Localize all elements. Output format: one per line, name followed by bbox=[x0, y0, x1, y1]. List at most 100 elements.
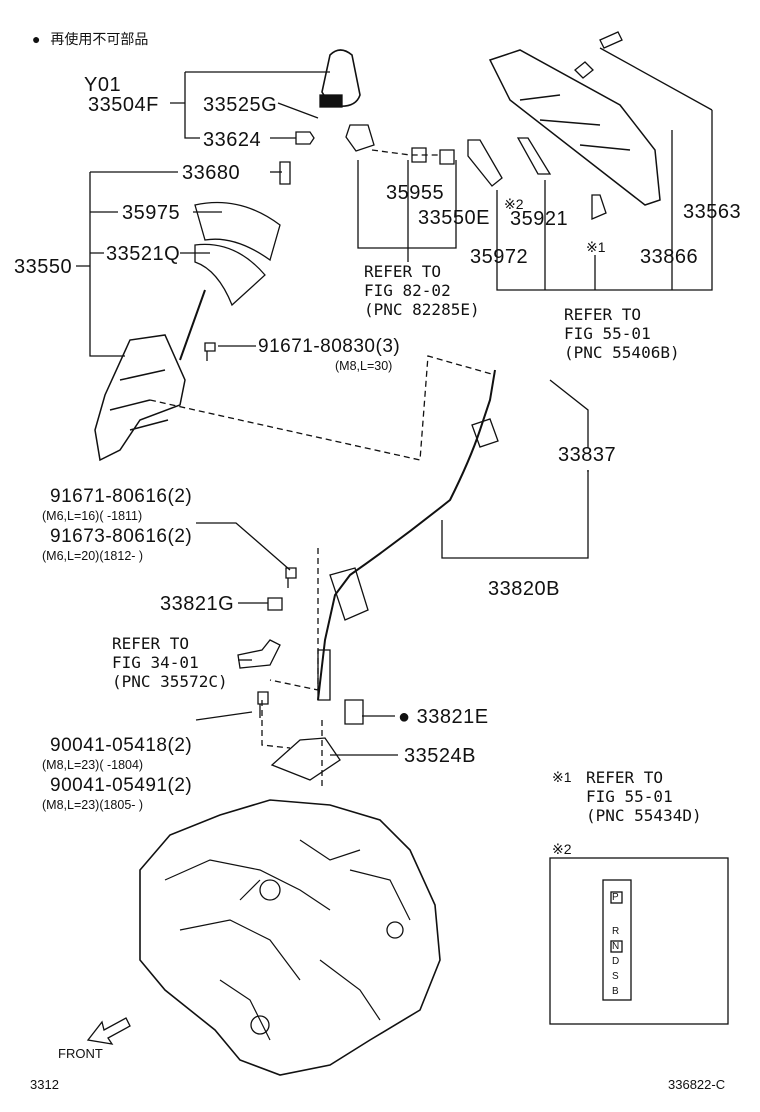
inset-plate bbox=[602, 879, 632, 1001]
bracket-fig34 bbox=[237, 639, 281, 669]
ref-fig82-line3: (PNC 82285E) bbox=[364, 300, 480, 319]
label-33821E: ● 33821E bbox=[398, 706, 489, 728]
page-number: 3312 bbox=[30, 1077, 59, 1092]
shift-lever-base bbox=[94, 334, 186, 462]
ref-fig82-line2: FIG 82-02 bbox=[364, 281, 451, 300]
ref-fig55b-mark: ※1 bbox=[552, 769, 572, 785]
ref-fig34-line1: REFER TO bbox=[112, 634, 190, 653]
label-y01: Y01 bbox=[84, 74, 122, 96]
screw-33563 bbox=[599, 31, 623, 49]
console-panel bbox=[488, 49, 661, 206]
leader-90041 bbox=[195, 711, 253, 721]
leader-33820B bbox=[441, 470, 589, 559]
label-90041-05491: 90041-05491(2) bbox=[50, 775, 193, 796]
bolt-33866 bbox=[574, 61, 594, 79]
spec-91671-80830: (M8,L=30) bbox=[335, 359, 393, 373]
inset-mark: ※2 bbox=[552, 841, 572, 857]
label-35921: 35921 bbox=[510, 208, 569, 230]
label-33550E: 33550E bbox=[418, 207, 490, 229]
ref-fig34-line3: (PNC 35572C) bbox=[112, 672, 228, 691]
ref-fig55b-line1: REFER TO bbox=[586, 768, 664, 787]
label-33521Q: 33521Q bbox=[106, 243, 181, 265]
gear-p: P bbox=[612, 892, 619, 903]
spec-91673-80616: (M6,L=20)(1812- ) bbox=[42, 549, 144, 563]
transmission-body bbox=[139, 799, 441, 1076]
label-33821E-text: 33821E bbox=[416, 706, 489, 728]
front-arrow bbox=[86, 1017, 131, 1045]
spec-90041-05418: (M8,L=23)( -1804) bbox=[42, 758, 144, 772]
leader-fig82 bbox=[357, 160, 457, 262]
transmission-boss bbox=[259, 879, 281, 901]
legend-marker: ● bbox=[32, 31, 41, 47]
ref-fig55a-line2: FIG 55-01 bbox=[564, 324, 651, 343]
label-91671-80616: 91671-80616(2) bbox=[50, 486, 193, 507]
transmission-detail bbox=[164, 839, 411, 1041]
bolt-91671-80616 bbox=[285, 567, 297, 588]
reusable-note: ● 再使用不可部品 bbox=[32, 32, 148, 46]
spec-91671-80616: (M6,L=16)( -1811) bbox=[42, 509, 143, 523]
cable-bracket bbox=[329, 567, 369, 621]
label-91673-80616: 91673-80616(2) bbox=[50, 526, 193, 547]
leader-91671-80616 bbox=[196, 522, 291, 571]
mark-note1: ※1 bbox=[586, 239, 606, 255]
label-35955: 35955 bbox=[386, 182, 445, 204]
gear-s: S bbox=[612, 971, 619, 982]
boot-35975 bbox=[194, 201, 281, 262]
reusable-marker-33821E: ● bbox=[398, 706, 411, 728]
boot-33521Q bbox=[194, 243, 266, 307]
gear-n: N bbox=[612, 941, 620, 952]
label-33525G: 33525G bbox=[203, 94, 278, 116]
cable-33820B bbox=[317, 369, 496, 701]
label-33504F: 33504F bbox=[88, 94, 159, 116]
clip-note1 bbox=[591, 194, 607, 220]
label-33866: 33866 bbox=[640, 246, 699, 268]
legend-text: 再使用不可部品 bbox=[50, 31, 149, 47]
connector-35955 bbox=[345, 124, 375, 152]
nut-33821G bbox=[267, 597, 283, 611]
label-35972: 35972 bbox=[470, 246, 529, 268]
leader-33550 bbox=[76, 171, 178, 357]
ref-fig55b-line3: (PNC 55434D) bbox=[586, 806, 702, 825]
cable-end-lever bbox=[471, 418, 499, 448]
leader-fig55a bbox=[496, 47, 713, 291]
leader-33504F bbox=[170, 71, 330, 139]
part-33624 bbox=[295, 131, 315, 145]
label-33680: 33680 bbox=[182, 162, 241, 184]
ref-fig34-line2: FIG 34-01 bbox=[112, 653, 199, 672]
label-91671-80830: 91671-80830(3) bbox=[258, 336, 401, 357]
label-90041-05418: 90041-05418(2) bbox=[50, 735, 193, 756]
bolt-91671-80830 bbox=[204, 342, 216, 361]
label-33550: 33550 bbox=[14, 256, 73, 278]
ref-fig82-line1: REFER TO bbox=[364, 262, 442, 281]
cable-end-trans bbox=[317, 649, 331, 701]
ref-fig55b-line2: FIG 55-01 bbox=[586, 787, 673, 806]
ref-fig55a-line1: REFER TO bbox=[564, 305, 642, 324]
label-33563: 33563 bbox=[683, 201, 742, 223]
inset-box bbox=[549, 857, 729, 1025]
bracket-33524B bbox=[270, 737, 341, 781]
part-33680 bbox=[279, 161, 291, 185]
mark-35921: ※2 bbox=[504, 196, 524, 212]
bezel-35972 bbox=[467, 139, 503, 187]
plate-35921 bbox=[516, 137, 552, 175]
label-35975: 35975 bbox=[122, 202, 181, 224]
label-33524B: 33524B bbox=[404, 745, 476, 767]
label-33820B: 33820B bbox=[488, 578, 560, 600]
leader-33525G bbox=[277, 102, 319, 119]
connector-33550E bbox=[411, 147, 455, 165]
shift-lever-rod bbox=[179, 289, 206, 361]
front-label: FRONT bbox=[58, 1046, 103, 1061]
clip-33821E bbox=[344, 699, 364, 725]
dashed-guide bbox=[149, 149, 496, 790]
figure-code: 336822-C bbox=[668, 1077, 726, 1092]
spec-90041-05491: (M8,L=23)(1805- ) bbox=[42, 798, 144, 812]
ref-fig55a-line3: (PNC 55406B) bbox=[564, 343, 680, 362]
gear-b: B bbox=[612, 986, 619, 997]
bolt-90041 bbox=[257, 691, 269, 718]
label-33624: 33624 bbox=[203, 129, 262, 151]
gear-r: R bbox=[612, 926, 620, 937]
label-33821G: 33821G bbox=[160, 593, 235, 615]
label-33837: 33837 bbox=[558, 444, 617, 466]
